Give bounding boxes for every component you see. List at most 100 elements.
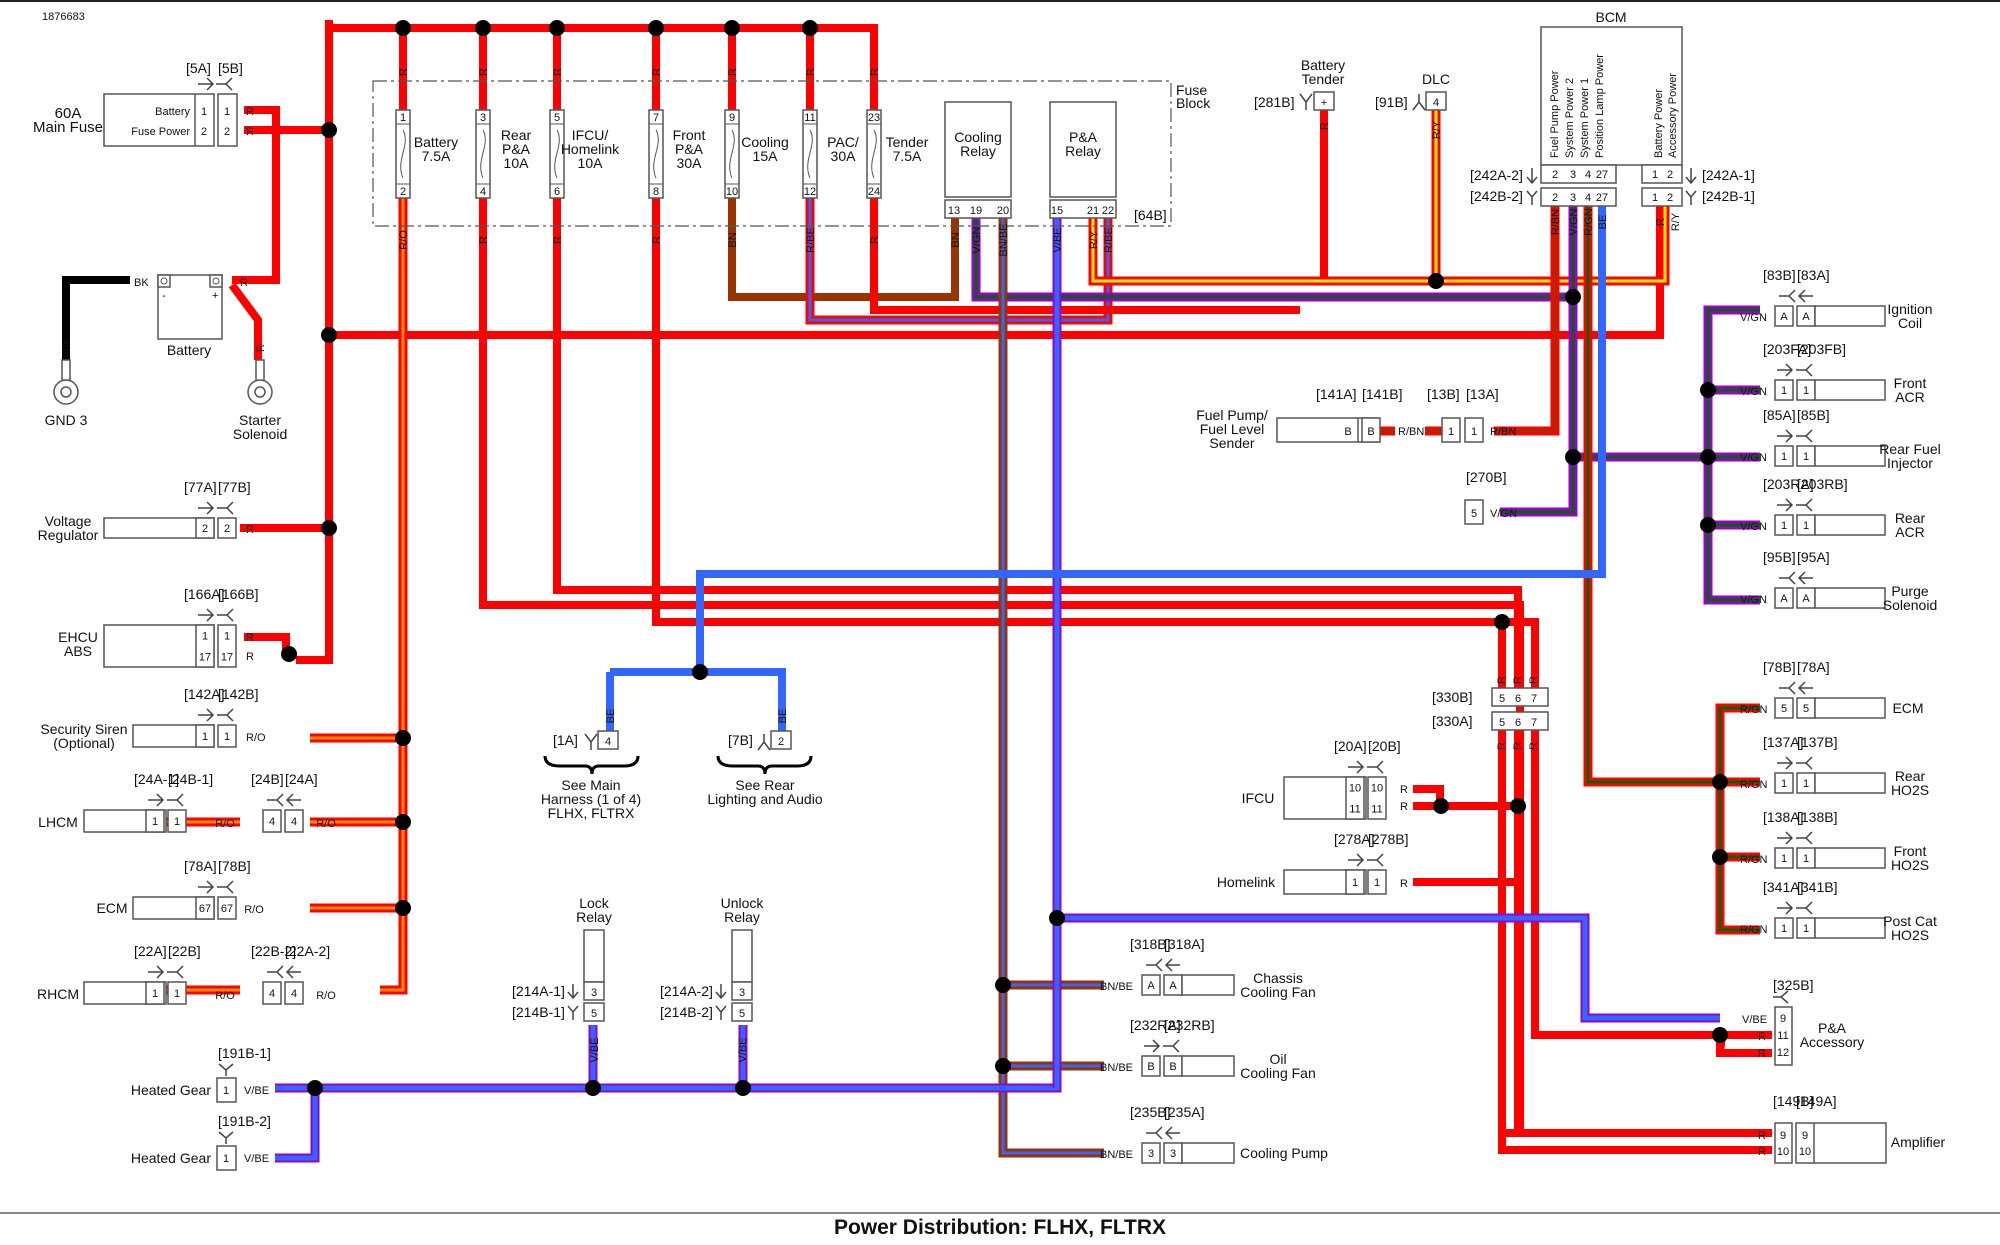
connector-270b[interactable]: 5[270B]V/GN — [1464, 469, 1517, 525]
wire-code: V/GN — [971, 227, 983, 254]
fuse-label: Front — [673, 127, 706, 143]
wire-stripe — [1718, 706, 1760, 932]
wire-r-bn — [1494, 206, 1560, 436]
cooling-relay[interactable]: Cooling Relay 13 19 20 — [944, 101, 1012, 219]
wire-bn — [728, 198, 959, 301]
wire-code: R/Y — [1431, 120, 1443, 139]
wire-v-be — [275, 1083, 320, 1163]
wire-code: R/GN — [1740, 924, 1768, 936]
fuse-block[interactable]: Fuse Block [64B] 12Battery7.5A34RearP&A1… — [372, 80, 1211, 227]
pin-number: 17 — [221, 652, 233, 664]
pin-number: B — [1147, 1061, 1154, 1073]
harness-reference-rear-lighting[interactable]: [7B] 2 See Rear Lighting and Audio — [707, 730, 823, 807]
main-fuse[interactable]: 60A Main Fuse Battery Fuse Power 1 2 1 2… — [33, 60, 254, 147]
pin-number: 1 — [224, 731, 230, 743]
splice-dot-icon — [1049, 910, 1065, 926]
wire-v-be — [1057, 913, 1720, 1023]
splice-dot-icon — [475, 20, 491, 36]
pin-number: 2 — [224, 126, 230, 138]
pa-relay[interactable]: P&A Relay 15 21 22 — [1049, 101, 1117, 219]
wire-code: R — [651, 236, 663, 244]
fuse-label: Tender — [886, 134, 929, 150]
connector-housing — [1141, 1055, 1161, 1077]
connector-housing — [1774, 917, 1794, 939]
battery[interactable]: - + Battery BK R — [134, 274, 248, 358]
device-label: HO2S — [1891, 857, 1929, 873]
wire-code: R/BN — [1550, 209, 1562, 235]
dlc[interactable]: DLC [91B] 4 — [1375, 71, 1450, 111]
wire-code: R — [1758, 1130, 1766, 1142]
connector-housing — [583, 981, 605, 1001]
connector-ref: [242A-1] — [1702, 167, 1755, 183]
pin-number: 4 — [291, 988, 297, 1000]
wire-code: R — [246, 632, 254, 644]
connector-ref: [242B-2] — [1470, 188, 1523, 204]
wire-code: R/O — [215, 818, 235, 830]
pin-number: 8 — [653, 186, 659, 198]
connector-ref: [330B] — [1432, 689, 1472, 705]
pin-number: 11 — [1371, 804, 1382, 816]
pin-number: B — [1344, 426, 1351, 438]
splice-dot-icon — [1700, 517, 1716, 533]
battery-tender[interactable]: Battery Tender [281B] + — [1254, 57, 1345, 111]
ground-terminal[interactable]: GND 3 BK — [45, 337, 88, 428]
connector-symbol-icon — [1299, 93, 1313, 110]
connector-housing — [1345, 869, 1365, 895]
pin-number: 6 — [1515, 717, 1521, 729]
device-label: Ignition — [1887, 301, 1932, 317]
starter-solenoid[interactable]: Starter Solenoid R — [233, 344, 288, 442]
fuse-label: P&A — [502, 141, 531, 157]
device-label: Rear — [1895, 510, 1926, 526]
connector-ref: [214B-1] — [512, 1004, 565, 1020]
device-label: ECM — [96, 900, 127, 916]
wire-code: R — [552, 68, 564, 76]
splice-dot-icon — [1700, 449, 1716, 465]
fuse-label: 7.5A — [422, 148, 451, 164]
wire-code: BN — [950, 232, 962, 247]
pin-number: 1 — [223, 1085, 229, 1097]
connector-ref: [235B] — [1130, 1104, 1170, 1120]
wire-code: BE — [777, 709, 789, 724]
device-label: Accessory — [1800, 1034, 1865, 1050]
wire-code: V/BE — [589, 1037, 601, 1062]
device-body — [1181, 1055, 1235, 1077]
harness-reference-main[interactable]: [1A] 4 See Main Harness (1 of 4) FLHX, F… — [541, 730, 641, 821]
connector-housing — [216, 1145, 237, 1171]
